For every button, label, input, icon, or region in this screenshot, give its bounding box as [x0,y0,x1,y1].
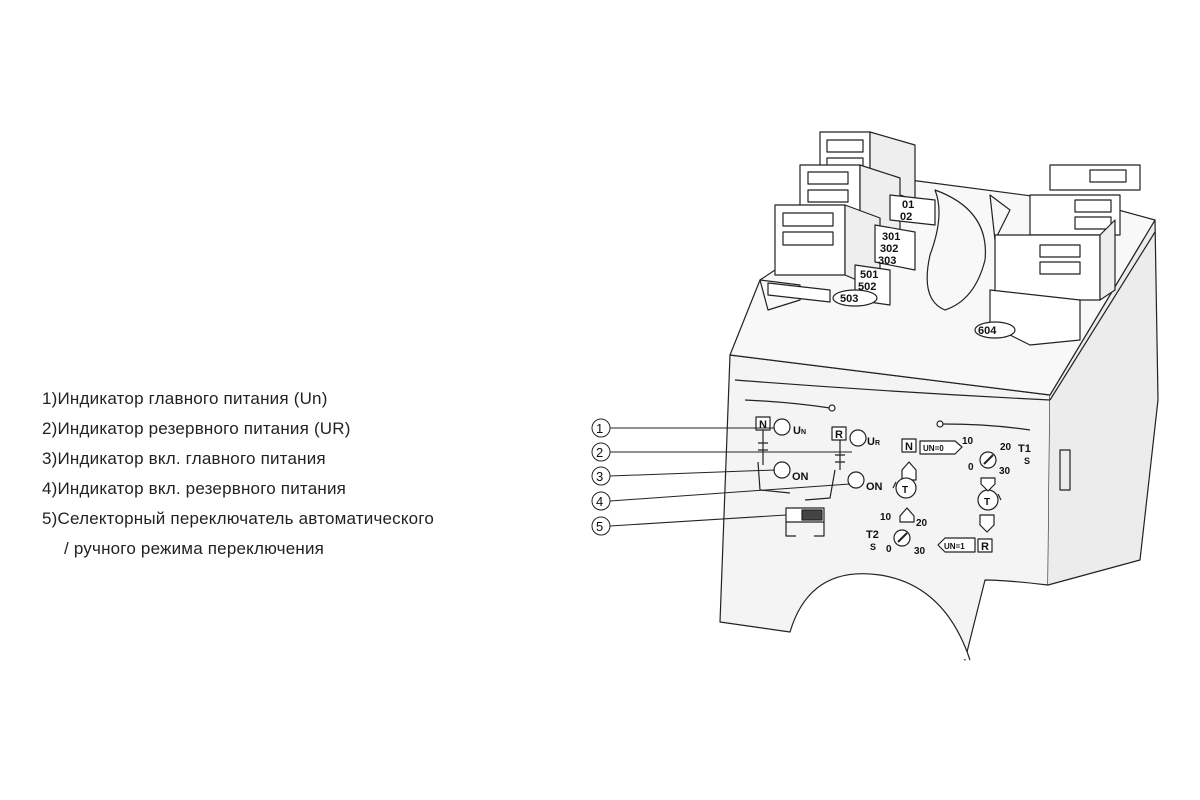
terminal-503-tag [832,289,878,307]
legend: 1)Индикатор главного питания (Un) 2)Инди… [42,384,434,564]
t1-unit: S [1024,456,1030,466]
callout-3-number: 3 [596,469,603,484]
callout-5-number: 5 [596,519,603,534]
terminal-604: 604 [978,325,997,337]
dial2-0: 0 [886,544,892,555]
on-main-led [773,461,791,479]
up-arrow-icon-2 [899,507,915,523]
callout-4-number: 4 [596,494,603,509]
r-label: R [835,429,843,441]
r-box-2 [977,538,993,553]
dial1-20: 20 [1000,442,1012,453]
legend-item-5-cont: / ручного режима переключения [64,539,325,558]
terminal-blocks-left [767,131,936,306]
callout-4-line [609,483,851,502]
down-arrow-icon-2 [980,477,996,492]
terminal-02: 02 [900,211,912,223]
t1-label: T1 [1018,443,1031,455]
un-indicator-led [773,418,791,436]
on-reserve-led [847,471,865,489]
callout-2-number: 2 [596,445,603,460]
dial1-0: 0 [968,462,974,473]
on-main-label: ON [792,471,809,483]
terminal-501: 501 [860,269,878,281]
terminal-301: 301 [882,231,900,243]
n-label: N [759,419,767,431]
terminal-503: 503 [840,293,858,305]
dial2-20: 20 [916,518,928,529]
t2-unit: S [870,542,876,552]
t2-label: T2 [866,529,879,541]
legend-item-3: 3)Индикатор вкл. главного питания [42,449,326,468]
legend-item-4: 4)Индикатор вкл. резервного питания [42,479,347,498]
ur-label: UR [867,436,880,448]
down-arrow-icon [979,514,995,533]
un-label: UN [793,425,806,437]
t-knob-1[interactable] [895,477,917,499]
legend-item-2: 2)Индикатор резервного питания (UR) [42,419,351,438]
callout-5-line [609,514,787,527]
r-label-2: R [981,541,989,553]
terminal-302: 302 [880,243,898,255]
dial2-30: 30 [914,546,926,557]
t-knob-1-label: T [902,485,908,496]
un1-tag [937,537,976,553]
un0-tag [919,440,963,455]
t-knob-2-label: T [984,497,990,508]
n-label-2: N [905,441,913,453]
un0-label: UN=0 [923,444,944,453]
on-reserve-label: ON [866,481,883,493]
terminal-01: 01 [902,199,914,211]
terminal-604-tag [974,321,1016,339]
legend-item-1: 1)Индикатор главного питания (Un) [42,389,328,408]
terminal-303: 303 [878,255,896,267]
r-box [831,426,847,441]
dial1-10: 10 [962,436,974,447]
legend-item-5: 5)Селекторный переключатель автоматическ… [42,509,435,528]
callout-1-number: 1 [596,421,603,436]
dial2-10: 10 [880,512,892,523]
dial1-30: 30 [999,466,1011,477]
callouts [591,418,852,536]
callout-3-line [609,469,776,477]
ur-indicator-led [849,429,867,447]
un1-label: UN=1 [944,542,965,551]
n-box-2 [901,438,917,453]
